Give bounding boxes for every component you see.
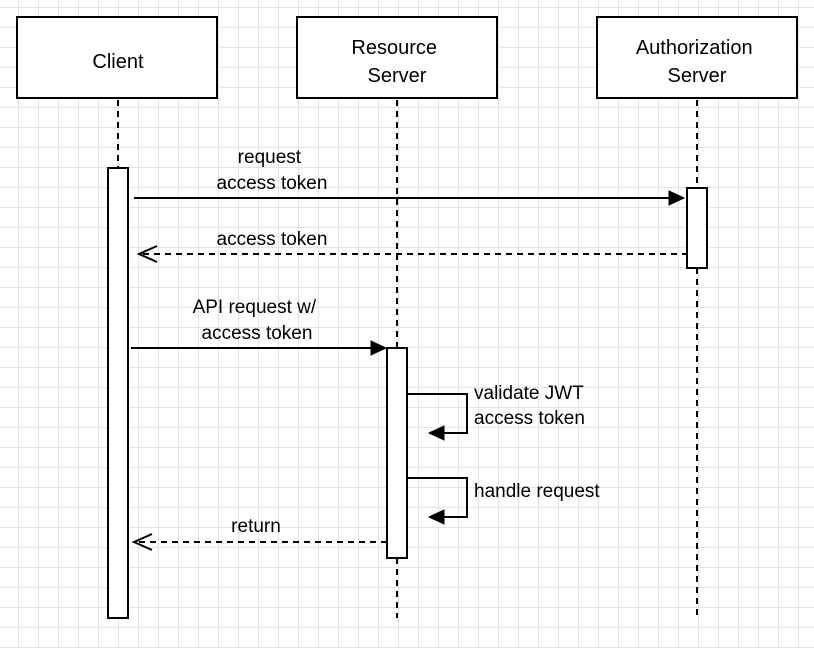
participant-client-label: Client: [92, 51, 144, 73]
self-call-validate-jwt: validate JWT access token: [407, 383, 589, 441]
filled-arrowhead-icon: [370, 340, 388, 356]
request-access-token-label: request access token: [217, 147, 328, 194]
self-call-handle-request: handle request: [407, 477, 600, 525]
authorization-server-activation-bar: [686, 187, 708, 269]
participant-client: Client: [16, 16, 218, 99]
participant-resource-server: Resource Server: [296, 16, 498, 99]
open-arrowhead-icon: [131, 533, 153, 551]
validate-jwt-label: validate JWT access token: [474, 383, 589, 429]
resource-server-activation-bar: [386, 347, 408, 559]
filled-arrowhead-icon: [668, 190, 686, 206]
filled-arrowhead-icon: [427, 509, 445, 525]
access-token-return-label: access token: [217, 229, 328, 250]
message-access-token-return: access token: [136, 229, 688, 263]
api-request-label: API request w/ access token: [193, 297, 322, 344]
handle-request-label: handle request: [474, 481, 600, 502]
participant-authorization-server-label: Authorization Server: [636, 37, 758, 87]
filled-arrowhead-icon: [427, 425, 445, 441]
open-arrowhead-icon: [136, 245, 158, 263]
message-return: return: [131, 516, 387, 551]
message-request-access-token: request access token: [134, 147, 686, 206]
return-label: return: [231, 516, 281, 537]
handle-request-arrow-line: [407, 477, 468, 518]
validate-jwt-arrow-line: [407, 393, 468, 434]
client-activation-bar: [107, 167, 129, 619]
participant-authorization-server: Authorization Server: [596, 16, 798, 99]
participant-resource-server-label: Resource Server: [351, 37, 442, 87]
message-api-request: API request w/ access token: [131, 297, 388, 356]
